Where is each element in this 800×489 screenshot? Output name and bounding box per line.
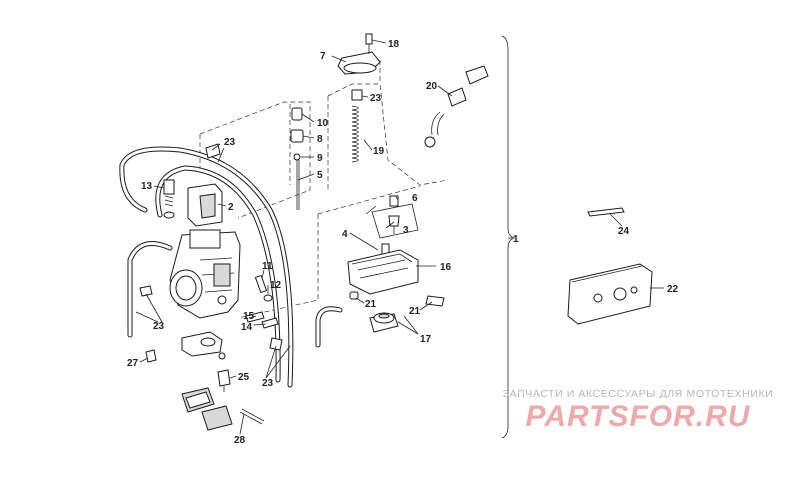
callout-19: 19 (373, 146, 385, 157)
callout-13: 13 (141, 181, 153, 192)
callout-26: 23 (370, 93, 382, 104)
throttle-slide (187, 183, 223, 227)
callout-10: 10 (317, 118, 329, 129)
callout-25: 25 (238, 372, 250, 383)
callout-20: 20 (426, 81, 438, 92)
float-bowl (347, 249, 419, 295)
callout-8: 8 (317, 134, 323, 145)
callout-23-left: 23 (153, 321, 165, 332)
callout-2: 2 (228, 202, 234, 213)
callout-11: 11 (262, 261, 273, 272)
needle-parts (290, 107, 304, 210)
callout-21-left: 21 (365, 299, 377, 310)
jet-parts (388, 195, 400, 234)
callout-1: 1 (513, 234, 519, 245)
small-hardware (139, 143, 283, 351)
callout-18: 18 (388, 39, 400, 50)
idle-screw (163, 179, 175, 219)
drain-plug (369, 312, 399, 333)
bowl-clips (349, 291, 445, 307)
callout-14: 14 (241, 322, 253, 333)
callout-7: 7 (320, 51, 326, 62)
leader-lines (135, 39, 664, 435)
callout-21-right: 21 (409, 306, 421, 317)
group-bracket (501, 35, 516, 439)
hose-fittings (145, 349, 231, 392)
callout-23-top: 23 (224, 137, 236, 148)
callout-15: 15 (243, 311, 255, 322)
callout-28: 28 (234, 435, 246, 446)
callout-3: 3 (403, 225, 409, 236)
label-card (567, 263, 653, 325)
throttle-sensor (181, 387, 265, 431)
callout-4: 4 (342, 229, 348, 240)
callout-6: 6 (412, 193, 418, 204)
cable-adjuster (424, 65, 489, 148)
callout-5: 5 (317, 170, 323, 181)
callout-12: 12 (270, 280, 282, 291)
carburetor-body (169, 229, 241, 319)
callout-27: 27 (127, 358, 139, 369)
vent-hoses (119, 146, 343, 388)
callout-24: 24 (618, 226, 630, 237)
top-cap (337, 33, 381, 75)
callout-9: 9 (317, 153, 323, 164)
slide-spring (351, 89, 363, 163)
callout-17: 17 (420, 334, 432, 345)
assembly-guide-lines (199, 60, 449, 319)
callout-16: 16 (440, 262, 452, 273)
callout-labels: 7 18 23 19 20 10 8 9 5 23 13 2 6 3 4 16 … (127, 39, 679, 446)
callout-22: 22 (667, 284, 679, 295)
float-bowl-bottom (181, 331, 226, 360)
callout-23-bottom: 23 (262, 378, 274, 389)
jet-needle-24 (587, 207, 625, 217)
